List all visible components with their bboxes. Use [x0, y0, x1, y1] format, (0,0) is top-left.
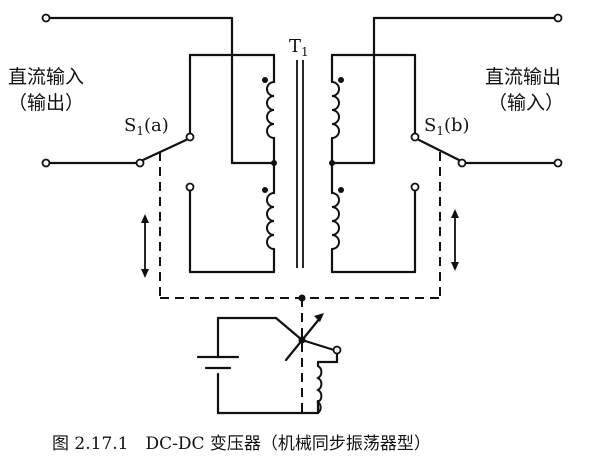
mechanical-linkage: [159, 152, 441, 415]
vibrator-terminal: [332, 345, 342, 355]
left-label-line2: （输出）: [8, 92, 84, 114]
right-top-terminal: [553, 13, 563, 23]
junction-dot: [271, 160, 277, 166]
left-top-terminal: [41, 13, 51, 23]
linkage-junction: [298, 294, 306, 302]
transformer-core: [296, 60, 304, 268]
switch-a-contact-top: [185, 132, 195, 142]
switch-a: [141, 132, 195, 192]
left-bottom-wire: [41, 158, 145, 168]
left-bottom-terminal: [41, 158, 51, 168]
switch-b: [410, 132, 467, 192]
polarity-dot: [338, 77, 344, 83]
right-bottom-terminal: [553, 158, 563, 168]
oscillator-circuit: [196, 313, 342, 415]
transformer-label: T1: [289, 36, 309, 59]
right-secondary-winding: [329, 53, 417, 274]
switch-a-label: S1(a): [124, 115, 169, 138]
junction-dot: [329, 160, 335, 166]
right-bottom-wire: [464, 158, 563, 168]
switch-b-contact-bottom: [410, 182, 420, 192]
vibrator-contact: [274, 313, 342, 362]
left-primary-winding: [188, 53, 277, 274]
polarity-dot: [262, 187, 268, 193]
switch-a-contact-bottom: [185, 182, 195, 192]
left-label-line1: 直流输入: [8, 66, 84, 88]
right-label-line1: 直流输出: [485, 66, 561, 88]
switch-b-label: S1(b): [424, 115, 470, 138]
switch-a-common: [135, 158, 145, 168]
polarity-dot: [262, 77, 268, 83]
drive-coil: [316, 352, 339, 415]
polarity-dot: [338, 187, 344, 193]
vibrator-pivot: [298, 336, 306, 344]
switch-b-contact-top: [410, 132, 420, 142]
figure-caption: 图 2.17.1 DC-DC 变压器（机械同步振荡器型）: [52, 434, 431, 454]
right-top-wire: [372, 13, 563, 165]
battery: [196, 355, 240, 370]
motion-arrow-right: [451, 209, 459, 271]
motion-arrow-left: [141, 214, 149, 278]
left-top-wire: [41, 13, 234, 165]
right-label-line2: （输入）: [488, 92, 564, 114]
